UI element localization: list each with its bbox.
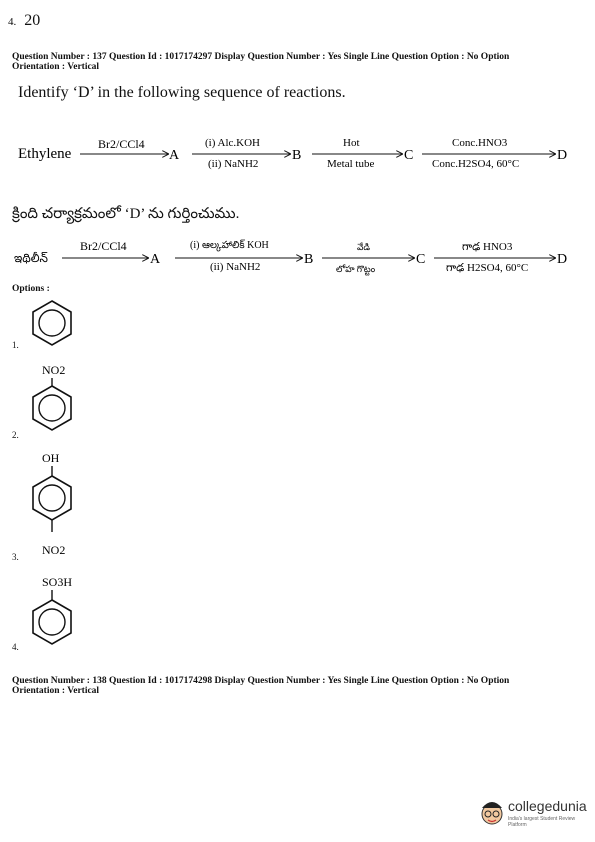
- product-d-telugu: D: [557, 252, 567, 267]
- reactant-ethylene-telugu: ఇథిలీన్: [14, 251, 48, 265]
- substituent-so3h: SO3H: [42, 575, 72, 589]
- collegedunia-logo: collegedunia India's largest Student Rev…: [478, 794, 588, 830]
- substituent-no2: NO2: [42, 363, 65, 377]
- option-1-number: 1.: [12, 340, 19, 350]
- question-text-english: Identify ‘D’ in the following sequence o…: [18, 84, 346, 101]
- intermediate-a: A: [169, 148, 180, 163]
- reactant-ethylene: Ethylene: [18, 146, 72, 162]
- substituent-oh: OH: [42, 451, 60, 465]
- reagent-step2-bottom-telugu: (ii) NaNH2: [210, 261, 260, 273]
- option-1-benzene-structure[interactable]: [20, 298, 80, 348]
- reagent-step4-bottom-telugu: గాఢ H2SO4, 60°C: [446, 262, 528, 274]
- substituent-no2-para: NO2: [42, 543, 65, 557]
- reaction-scheme-telugu: ఇథిలీన్ Br2/CCl4 A (i) ఆల్కహాలిక్ KOH (i…: [14, 239, 567, 276]
- option-2-nitrobenzene-structure[interactable]: NO2: [20, 358, 100, 434]
- meta-line-2: Orientation : Vertical: [12, 62, 100, 72]
- reagent-step1-telugu: Br2/CCl4: [80, 239, 127, 253]
- reaction-scheme-english: Ethylene Br2/CCl4 A (i) Alc.KOH (ii) NaN…: [18, 137, 567, 170]
- intermediate-a-telugu: A: [150, 252, 161, 267]
- question-138-meta: Question Number : 138 Question Id : 1017…: [12, 676, 582, 696]
- intermediate-c: C: [404, 148, 413, 163]
- reagent-step2-top: (i) Alc.KOH: [205, 137, 260, 149]
- logo-tagline: India's largest Student Review Platform: [508, 816, 576, 828]
- reagent-step1: Br2/CCl4: [98, 137, 145, 151]
- intermediate-c-telugu: C: [416, 252, 425, 267]
- condition-step3-top: Hot: [343, 137, 360, 149]
- condition-step3-bottom: Metal tube: [327, 158, 374, 170]
- reagent-step4-top: Conc.HNO3: [452, 137, 508, 149]
- question-text-telugu: క్రింది చర్యాక్రమంలో ‘D’ ను గుర్తించుము.: [12, 206, 240, 222]
- intermediate-b-telugu: B: [304, 252, 313, 267]
- option-3-number: 3.: [12, 552, 19, 562]
- reagent-step2-top-telugu: (i) ఆల్కహాలిక్ KOH: [190, 239, 269, 252]
- meta-line-1: Question Number : 138 Question Id : 1017…: [12, 676, 510, 686]
- option-2-number: 2.: [12, 430, 19, 440]
- mascot-icon: [481, 802, 503, 825]
- options-label: Options :: [12, 284, 50, 294]
- logo-name: collegedunia: [508, 798, 587, 814]
- condition-step3-bottom-telugu: లోహ గొట్టం: [336, 263, 376, 276]
- option-4-number: 4.: [12, 642, 19, 652]
- reagent-step4-bottom: Conc.H2SO4, 60°C: [432, 158, 519, 170]
- question-137-meta: Question Number : 137 Question Id : 1017…: [12, 52, 582, 72]
- reagent-step2-bottom: (ii) NaNH2: [208, 158, 258, 170]
- product-d: D: [557, 148, 567, 163]
- intermediate-b: B: [292, 148, 301, 163]
- option-3-nitrophenol-structure[interactable]: OH NO2: [20, 446, 100, 562]
- previous-answer-value: 20: [24, 12, 41, 29]
- reagent-step4-top-telugu: గాఢ HNO3: [462, 241, 513, 253]
- previous-answer-number: 4.: [8, 16, 17, 28]
- condition-step3-top-telugu: వేడి: [357, 242, 370, 252]
- meta-line-2: Orientation : Vertical: [12, 686, 100, 696]
- previous-answer: 4. 20: [8, 12, 40, 30]
- meta-line-1: Question Number : 137 Question Id : 1017…: [12, 52, 510, 62]
- option-4-benzenesulfonic-acid-structure[interactable]: SO3H: [20, 570, 100, 648]
